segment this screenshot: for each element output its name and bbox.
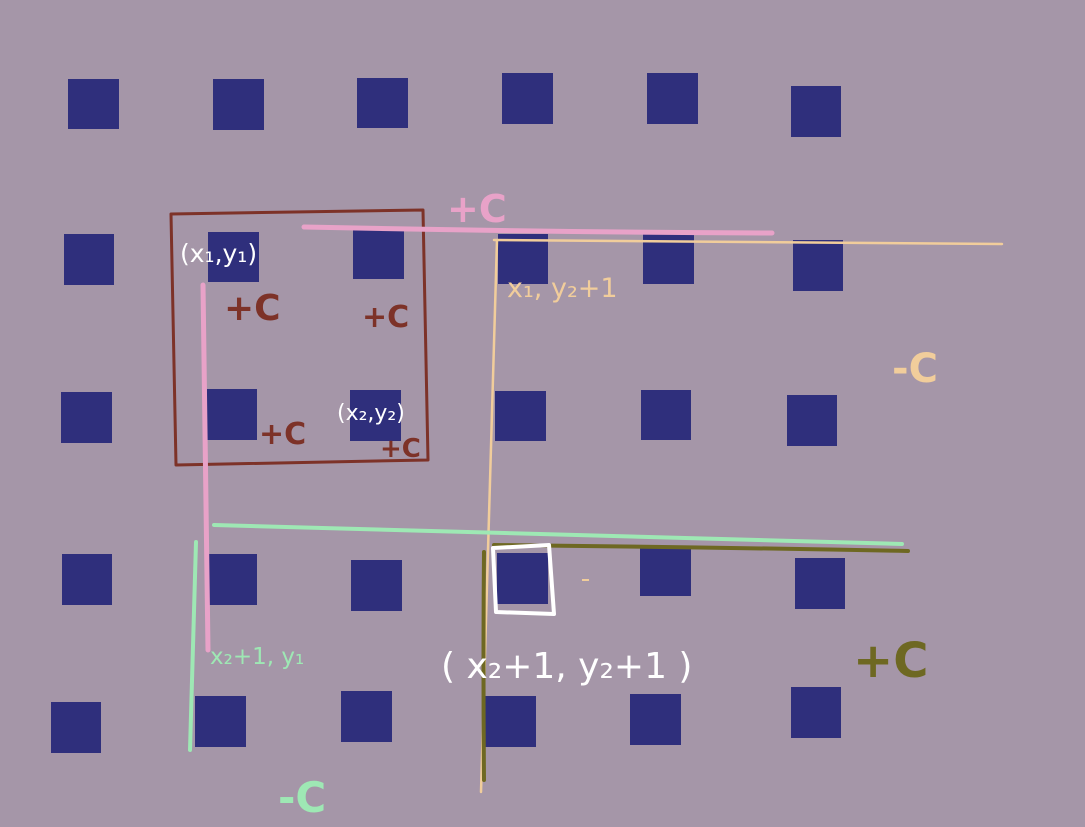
grid-cell: [208, 232, 259, 282]
grid-cell: [498, 234, 548, 284]
grid-cell: [64, 234, 114, 285]
grid-cell: [213, 79, 264, 130]
grid-cell: [502, 73, 553, 124]
label-minus-c-peach: -C: [892, 346, 938, 392]
grid-cell: [495, 391, 546, 441]
pink-top-line: [301, 224, 775, 236]
mint-horizontal-line: [212, 523, 904, 546]
grid-cell: [791, 86, 841, 137]
label-x2plus1-y1: x₂+1, y₁: [210, 644, 304, 670]
olive-vertical-line: [481, 550, 486, 782]
label-x1-y2plus1: x₁, y₂+1: [507, 273, 618, 304]
label-x2plus1-y2plus1: ( x₂+1, y₂+1 ): [441, 646, 692, 687]
query-rectangle: [169, 208, 430, 467]
label-x1-y1: (x₁,y₁): [180, 239, 257, 268]
grid-cell: [791, 687, 841, 738]
grid-cell: [353, 229, 404, 279]
grid-cell: [497, 553, 548, 604]
grid-cell: [795, 558, 845, 609]
grid-cell: [68, 79, 119, 129]
grid-cell: [630, 694, 681, 745]
grid-cell: [61, 392, 112, 443]
label-plus-c-olive: +C: [853, 633, 928, 689]
grid-cell: [647, 73, 698, 124]
grid-cell: [51, 702, 101, 753]
pink-left-line: [200, 282, 211, 653]
grid-cell: [195, 696, 246, 747]
grid-cell: [641, 390, 691, 440]
mint-left-line: [188, 540, 198, 752]
label-plus-c-brown: +C: [380, 434, 421, 464]
grid-cell: [351, 560, 402, 611]
label-plus-c-brown: +C: [362, 300, 409, 335]
grid-cell: [207, 389, 257, 440]
grid-cell: [357, 78, 408, 128]
grid-cell: [62, 554, 112, 605]
peach-top-line: [492, 238, 1004, 246]
grid-cell: [793, 240, 843, 291]
cell-grid: [51, 73, 845, 753]
grid-cell: [350, 390, 401, 441]
grid-cell: [640, 546, 691, 596]
label-plus-c-brown: +C: [224, 288, 281, 329]
grid-cell: [787, 395, 837, 446]
label-minus-c-mint: -C: [278, 773, 326, 822]
grid-cell: [341, 691, 392, 742]
label-plus-c-pink: +C: [447, 187, 507, 231]
grid-cell: [207, 554, 257, 605]
label-plus-c-brown: +C: [259, 417, 306, 452]
grid-cell: [485, 696, 536, 747]
highlight-cell: [491, 543, 556, 616]
label-x2-y2: (x₂,y₂): [337, 401, 405, 426]
